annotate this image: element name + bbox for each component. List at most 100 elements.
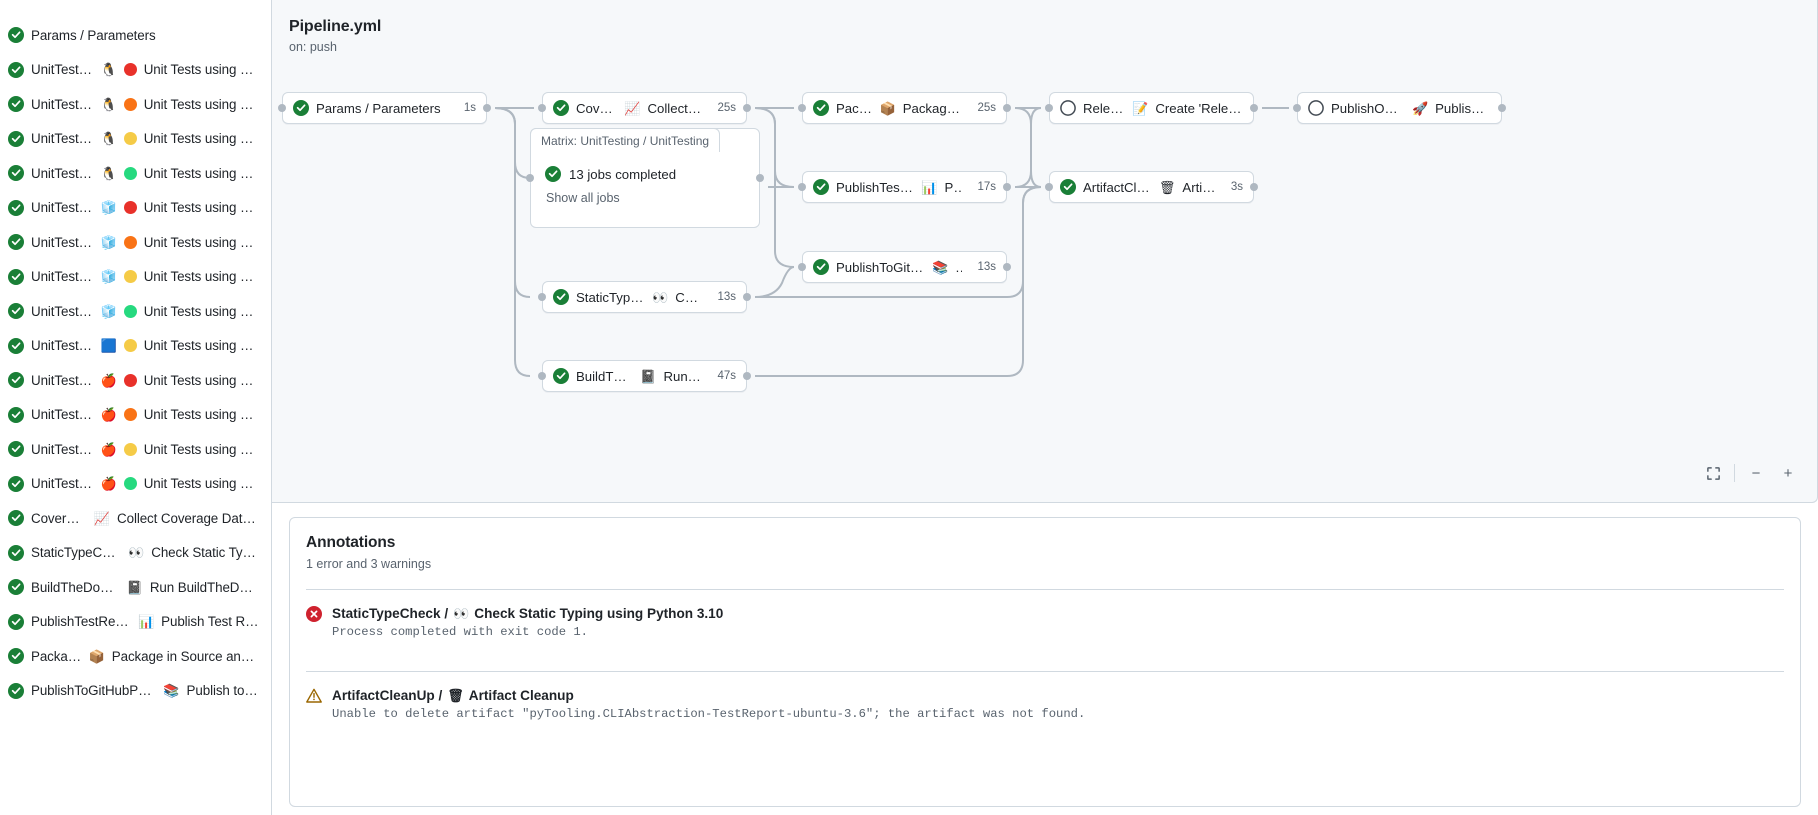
check-circle-icon bbox=[8, 165, 24, 182]
sidebar-item-2[interactable]: UnitTesting / 🐧Unit Tests using Pyth... bbox=[0, 87, 271, 122]
sidebar-item-label-secondary: Unit Tests using Pyth... bbox=[143, 338, 259, 354]
graph-node-builddocs[interactable]: BuildTheDocs / 📓Run Buil...47s bbox=[542, 360, 747, 392]
sidebar-item-3[interactable]: UnitTesting / 🐧Unit Tests using Pyth... bbox=[0, 122, 271, 157]
graph-node-duration: 47s bbox=[717, 370, 736, 382]
sidebar-item-label-secondary: Run BuildTheDocs bbox=[149, 579, 259, 595]
sidebar-item-5[interactable]: UnitTesting / 🧊Unit Tests using Pyth... bbox=[0, 191, 271, 226]
job-os-icon: 🐧 bbox=[100, 62, 117, 78]
sidebar-item-4[interactable]: UnitTesting / 🐧Unit Tests using Pyth... bbox=[0, 156, 271, 191]
sidebar-item-13[interactable]: UnitTesting / 🍎Unit Tests using Pyth... bbox=[0, 467, 271, 502]
graph-node-label-secondary: Collect Cove... bbox=[647, 100, 703, 116]
job-os-icon: 🧊 bbox=[100, 303, 117, 319]
sidebar-item-8[interactable]: UnitTesting / 🧊Unit Tests using Pyth... bbox=[0, 294, 271, 329]
annotation-row-0[interactable]: StaticTypeCheck / 👀Check Static Typing u… bbox=[306, 589, 1784, 655]
sidebar-item-6[interactable]: UnitTesting / 🧊Unit Tests using Pyth... bbox=[0, 225, 271, 260]
warning-triangle-icon bbox=[306, 688, 322, 703]
check-circle-icon bbox=[8, 579, 24, 596]
graph-node-testresults[interactable]: PublishTestResults / 📊Pu...17s bbox=[802, 171, 1007, 203]
sidebar-item-label: Params / Parameters bbox=[31, 27, 156, 43]
sidebar-item-label: PublishToGitHubPages / bbox=[31, 683, 157, 699]
zoom-in-button[interactable]: + bbox=[1777, 462, 1799, 484]
check-circle-icon bbox=[553, 100, 569, 116]
sidebar-item-10[interactable]: UnitTesting / 🍎Unit Tests using Pyth... bbox=[0, 363, 271, 398]
check-circle-icon bbox=[8, 199, 24, 216]
python-version-dot bbox=[123, 373, 137, 387]
check-circle-icon bbox=[1060, 179, 1076, 195]
matrix-summary-label: 13 jobs completed bbox=[569, 166, 677, 182]
job-os-icon: 🍎 bbox=[100, 372, 117, 388]
zoom-out-button[interactable]: − bbox=[1745, 462, 1767, 484]
graph-node-emoji-icon: 🗑 bbox=[1158, 179, 1176, 195]
graph-node-coverage[interactable]: Coverage / 📈Collect Cove...25s bbox=[542, 92, 747, 124]
check-circle-icon bbox=[8, 510, 24, 527]
sidebar-item-18[interactable]: Package / 📦Package in Source and Wh... bbox=[0, 639, 271, 674]
fit-screen-icon[interactable] bbox=[1702, 462, 1724, 484]
check-circle-icon bbox=[8, 475, 24, 492]
graph-zoom-controls[interactable]: − + bbox=[1702, 462, 1799, 484]
sidebar-item-14[interactable]: Coverage / 📈Collect Coverage Data usi... bbox=[0, 501, 271, 536]
sidebar-item-9[interactable]: UnitTesting / 🟦Unit Tests using Pyth... bbox=[0, 329, 271, 364]
annotation-message: Unable to delete artifact "pyTooling.CLI… bbox=[332, 707, 1086, 721]
sidebar-item-16[interactable]: BuildTheDocs / 📓Run BuildTheDocs bbox=[0, 570, 271, 605]
job-os-icon: 📈 bbox=[93, 510, 111, 526]
sidebar-item-11[interactable]: UnitTesting / 🍎Unit Tests using Pyth... bbox=[0, 398, 271, 433]
sidebar-item-19[interactable]: PublishToGitHubPages / 📚 Publish to G... bbox=[0, 674, 271, 709]
sidebar-item-0[interactable]: Params / Parameters bbox=[0, 18, 271, 53]
sidebar-item-label-secondary: Unit Tests using Pyth... bbox=[143, 62, 259, 78]
show-all-jobs-link[interactable]: Show all jobs bbox=[546, 191, 620, 205]
graph-header: Pipeline.yml on: push bbox=[289, 18, 381, 54]
matrix-summary-row[interactable]: 13 jobs completed bbox=[545, 166, 745, 182]
node-port-in bbox=[798, 263, 806, 271]
annotation-step-name: Artifact Cleanup bbox=[468, 688, 574, 703]
check-circle-icon bbox=[8, 303, 24, 320]
workflow-trigger: on: push bbox=[289, 40, 337, 54]
annotation-step-name: Check Static Typing using Python 3.10 bbox=[474, 606, 724, 621]
node-port-in bbox=[798, 183, 806, 191]
graph-node-typecheck[interactable]: StaticTypeCheck / 👀Chec...13s bbox=[542, 281, 747, 313]
sidebar-item-7[interactable]: UnitTesting / 🧊Unit Tests using Pyth... bbox=[0, 260, 271, 295]
graph-node-emoji-icon: 📓 bbox=[640, 368, 657, 384]
graph-node-pypi[interactable]: PublishOnPyPI / 🚀Publish to ... bbox=[1297, 92, 1502, 124]
sidebar-item-label: UnitTesting / bbox=[31, 338, 94, 354]
graph-node-release[interactable]: Release / 📝Create 'Release P... bbox=[1049, 92, 1254, 124]
matrix-group[interactable]: Matrix: UnitTesting / UnitTesting 13 job… bbox=[530, 128, 760, 228]
annotation-job: ArtifactCleanUp / 🗑Artifact Cleanup bbox=[332, 688, 1085, 703]
sidebar-item-12[interactable]: UnitTesting / 🍎Unit Tests using Pyth... bbox=[0, 432, 271, 467]
check-circle-icon bbox=[813, 259, 829, 275]
graph-node-label-secondary: Artifac... bbox=[1182, 179, 1215, 195]
sidebar-item-label: StaticTypeCheck / bbox=[31, 545, 122, 561]
sidebar-item-17[interactable]: PublishTestResults / 📊Publish Test Resu.… bbox=[0, 605, 271, 640]
sidebar-item-label: UnitTesting / bbox=[31, 407, 94, 423]
sidebar-item-label-secondary: Unit Tests using Pyth... bbox=[143, 269, 259, 285]
graph-node-ghpages[interactable]: PublishToGitHubPages / 📚...13s bbox=[802, 251, 1007, 283]
check-circle-icon bbox=[8, 268, 24, 285]
graph-node-label: PublishOnPyPI / bbox=[1331, 100, 1405, 116]
sidebar-item-label-secondary: Unit Tests using Pyth... bbox=[143, 476, 259, 492]
node-port-in bbox=[538, 293, 546, 301]
sidebar-item-label-secondary: Unit Tests using Pyth... bbox=[143, 303, 259, 319]
sidebar-item-label: UnitTesting / bbox=[31, 96, 94, 112]
graph-node-emoji-icon: 🚀 bbox=[1411, 100, 1429, 116]
sidebar-item-1[interactable]: UnitTesting / 🐧Unit Tests using Pyth... bbox=[0, 53, 271, 88]
graph-node-package[interactable]: Package / 📦Package in So...25s bbox=[802, 92, 1007, 124]
job-os-icon: 🧊 bbox=[100, 200, 117, 216]
check-circle-icon bbox=[8, 27, 24, 44]
main-content: Pipeline.yml on: push bbox=[272, 0, 1818, 815]
job-os-icon: 📚 bbox=[163, 683, 180, 699]
sidebar-item-label: PublishTestResults / bbox=[31, 614, 131, 630]
sidebar-item-label-secondary: Publish to G... bbox=[186, 683, 259, 699]
sidebar-item-label: UnitTesting / bbox=[31, 269, 94, 285]
graph-node-duration: 25s bbox=[977, 102, 996, 114]
node-port-in bbox=[798, 104, 806, 112]
python-version-dot bbox=[123, 63, 137, 77]
job-os-icon: 🧊 bbox=[100, 234, 117, 250]
graph-node-cleanup[interactable]: ArtifactCleanUp / 🗑Artifac...3s bbox=[1049, 171, 1254, 203]
matrix-port-out bbox=[756, 174, 764, 182]
check-circle-icon bbox=[545, 166, 561, 182]
sidebar-item-15[interactable]: StaticTypeCheck / 👀Check Static Typing..… bbox=[0, 536, 271, 571]
